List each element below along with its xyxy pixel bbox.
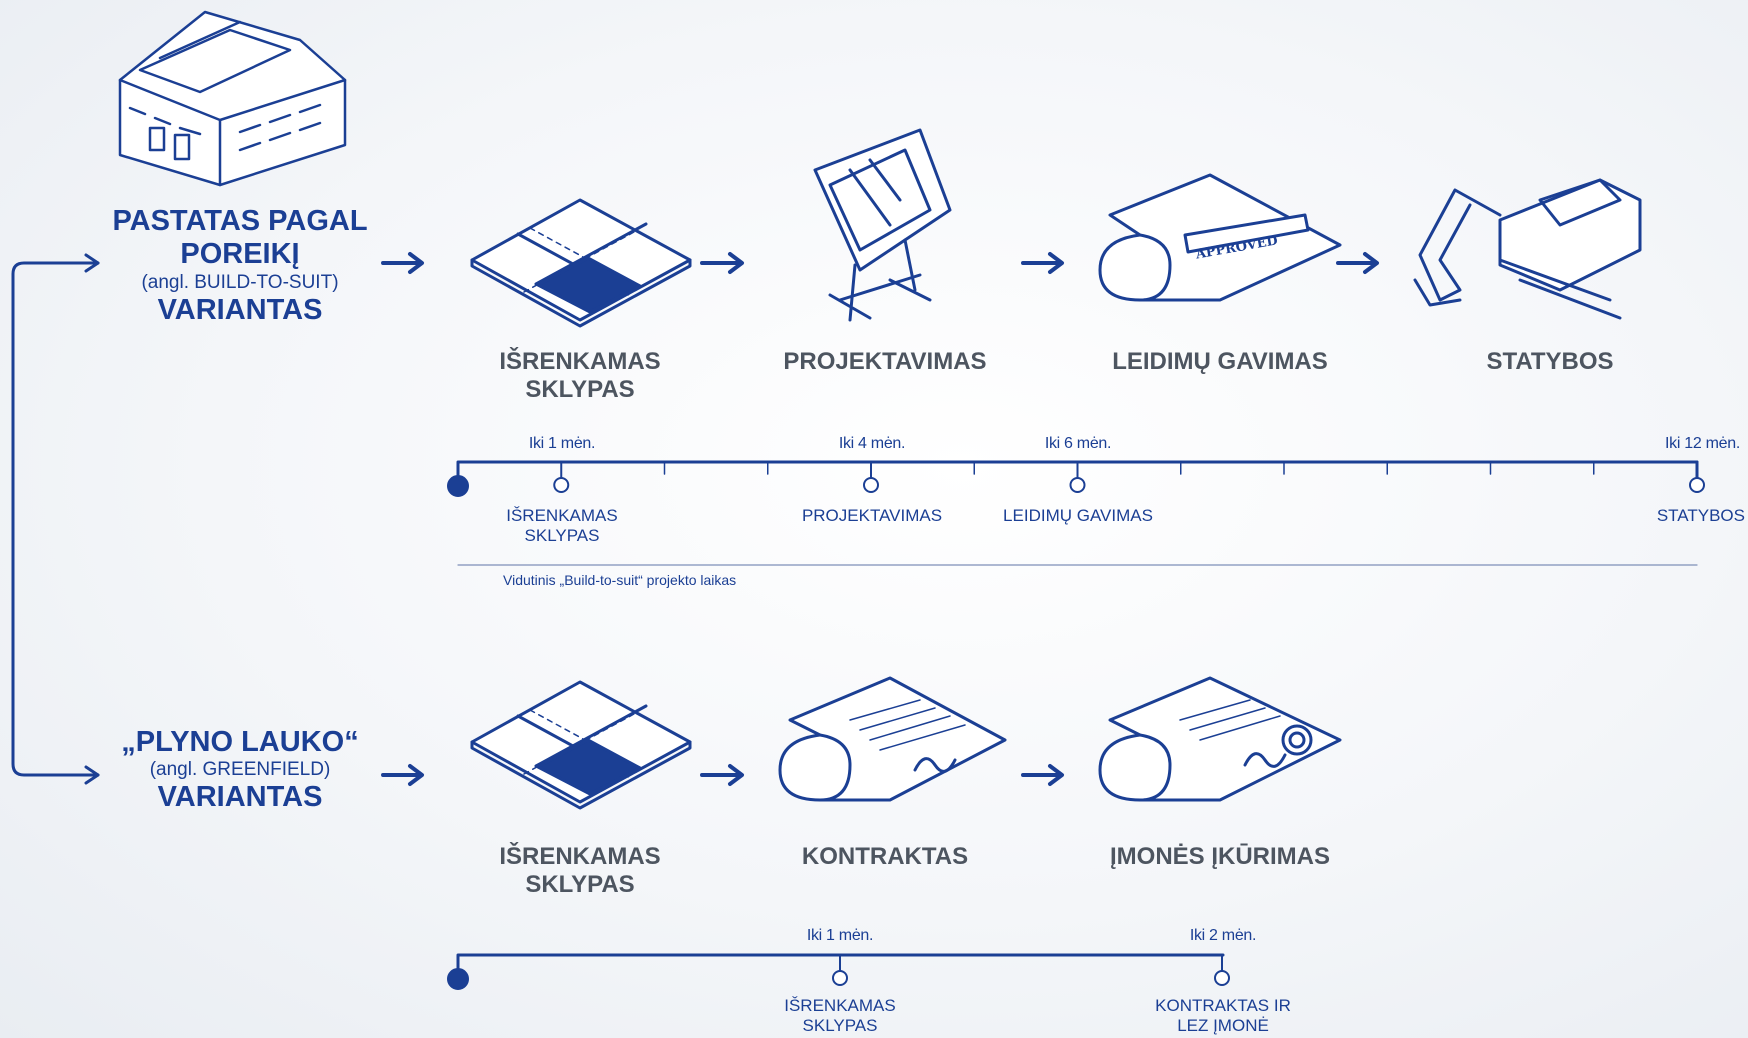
bts-milestone-label: PROJEKTAVIMAS: [772, 506, 972, 526]
arrow-icon: [1336, 252, 1379, 274]
bts-milestone-label: STATYBOS: [1600, 506, 1745, 526]
milestone-marker: [863, 477, 879, 493]
milestone-marker: [1214, 970, 1230, 986]
contract-scroll-icon: [778, 676, 1007, 802]
bts-title-line1: PASTATAS PAGAL: [112, 205, 368, 237]
arrow-icon: [700, 252, 744, 274]
milestone-label-line1: IŠRENKAMAS: [784, 996, 896, 1015]
step-label-line1: IŠRENKAMAS: [499, 843, 661, 870]
bts-variant-title: PASTATAS PAGAL POREIKĮ (angl. BUILD-TO-S…: [100, 205, 380, 327]
bts-milestone-label: LEIDIMŲ GAVIMAS: [978, 506, 1178, 526]
bts-timeline-caption: Vidutinis „Build-to-suit“ projekto laika…: [503, 572, 737, 588]
step-label-line2: SKLYPAS: [525, 375, 635, 403]
arrow-icon: [381, 252, 424, 274]
step-label-line1: PROJEKTAVIMAS: [783, 348, 987, 375]
bts-milestone-time: Iki 12 mėn.: [1665, 435, 1740, 452]
bts-step-label: PROJEKTAVIMAS: [760, 348, 1010, 376]
bts-milestone-time: Iki 4 mėn.: [838, 435, 906, 452]
milestone-marker: [1069, 477, 1086, 493]
gf-milestone-label: KONTRAKTAS IR LEZ ĮMONĖ: [1133, 996, 1313, 1037]
milestone-label-line1: KONTRAKTAS IR: [1155, 996, 1291, 1015]
gf-milestone-label: IŠRENKAMAS SKLYPAS: [750, 996, 930, 1037]
bts-subtitle: (angl. BUILD-TO-SUIT): [141, 271, 339, 293]
gf-milestone-time: Iki 2 mėn.: [1189, 927, 1257, 944]
drafting-table-icon: [813, 128, 952, 322]
bts-milestone-label: IŠRENKAMAS SKLYPAS: [472, 506, 652, 547]
milestone-marker: [832, 970, 848, 986]
milestone-label-line2: SKLYPAS: [524, 526, 600, 546]
gf-milestone-time: Iki 1 mėn.: [806, 927, 874, 944]
milestone-label-line1: LEIDIMŲ GAVIMAS: [1003, 506, 1153, 525]
bts-step-label: STATYBOS: [1420, 348, 1680, 376]
gf-variant-title: „PLYNO LAUKO“ (angl. GREENFIELD) VARIANT…: [100, 726, 380, 815]
gf-title-line2: VARIANTAS: [157, 781, 323, 814]
bts-title-line2: POREIKĮ: [180, 238, 300, 271]
approved-document-icon: [1098, 173, 1342, 302]
land-plot-icon: [470, 680, 692, 810]
arrow-icon: [1021, 764, 1064, 786]
factory-building-icon: [118, 10, 347, 187]
timeline-start-dot: [447, 968, 469, 990]
sealed-document-icon: [1098, 676, 1342, 802]
step-label-line1: ĮMONĖS ĮKŪRIMAS: [1109, 843, 1330, 870]
bts-step-label: IŠRENKAMAS SKLYPAS: [460, 348, 700, 403]
step-label-line1: IŠRENKAMAS: [499, 348, 661, 375]
excavator-icon: [1413, 178, 1642, 320]
gf-step-label: IŠRENKAMAS SKLYPAS: [460, 843, 700, 898]
branch-bracket: [11, 253, 100, 785]
arrow-icon: [700, 764, 744, 786]
gf-subtitle: (angl. GREENFIELD): [149, 759, 331, 781]
step-label-line2: SKLYPAS: [525, 870, 635, 898]
milestone-label-line2: SKLYPAS: [802, 1016, 878, 1036]
arrow-icon: [381, 764, 424, 786]
bts-milestone-time: Iki 6 mėn.: [1044, 435, 1112, 452]
milestone-marker: [553, 477, 570, 493]
milestone-label-line1: IŠRENKAMAS: [506, 506, 618, 525]
bts-title-line3: VARIANTAS: [157, 293, 323, 326]
gf-step-label: ĮMONĖS ĮKŪRIMAS: [1080, 843, 1360, 871]
land-plot-icon: [470, 198, 692, 328]
arrow-icon: [1021, 252, 1064, 274]
gf-step-label: KONTRAKTAS: [760, 843, 1010, 871]
step-label-line1: STATYBOS: [1486, 348, 1614, 375]
gf-title-line1: „PLYNO LAUKO“: [121, 726, 359, 758]
step-label-line1: KONTRAKTAS: [801, 843, 969, 870]
milestone-label-line1: STATYBOS: [1656, 506, 1745, 525]
bts-step-label: LEIDIMŲ GAVIMAS: [1080, 348, 1360, 376]
milestone-label-line2: LEZ ĮMONĖ: [1177, 1016, 1269, 1036]
step-label-line1: LEIDIMŲ GAVIMAS: [1112, 348, 1328, 375]
milestone-marker: [1689, 477, 1705, 493]
bts-milestone-time: Iki 1 mėn.: [528, 435, 596, 452]
milestone-label-line1: PROJEKTAVIMAS: [801, 506, 943, 525]
timeline-start-dot: [447, 475, 469, 497]
